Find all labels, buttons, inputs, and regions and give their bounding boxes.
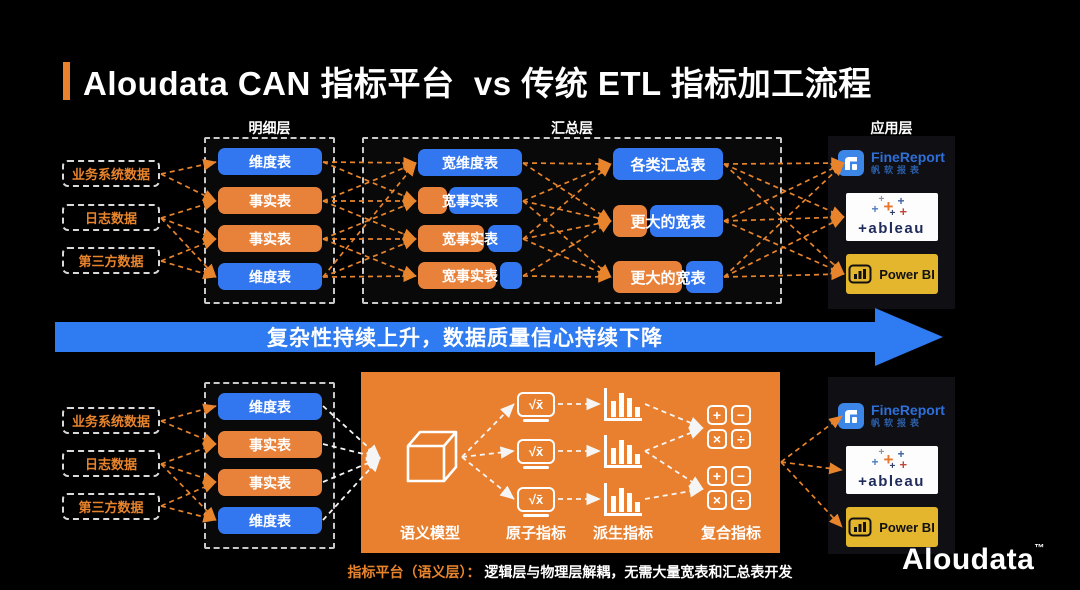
- atomic-metric-icon: √x̄: [517, 439, 555, 469]
- fact-table: 事实表: [218, 431, 322, 458]
- tableau-logo: + + + + + + +ableau: [845, 193, 938, 241]
- bigger-wide-table: 更大的宽表: [613, 261, 723, 293]
- wide-dimension-table: 宽维度表: [418, 149, 522, 176]
- finereport-subtitle: 帆软报表: [871, 165, 924, 175]
- application-panel-bottom: FineReport 帆软报表 + + + + + + +ableau Powe…: [828, 377, 955, 554]
- powerbi-label: Power BI: [879, 266, 935, 282]
- wide-fact-table: 宽事实表: [418, 225, 522, 252]
- atomic-metric-label: 原子指标: [505, 525, 566, 542]
- application-panel-top: FineReport 帆软报表 + + + + + + +ableau Powe…: [828, 136, 955, 309]
- atomic-metric-icon: √x̄: [517, 392, 555, 422]
- powerbi-icon: [848, 264, 872, 284]
- source-log-data: 日志数据: [62, 204, 160, 231]
- dimension-table: 维度表: [218, 507, 322, 534]
- trademark-symbol: ™: [1034, 543, 1045, 554]
- finereport-name: FineReport: [871, 402, 945, 418]
- composite-metric-calc-icon: + − × ÷: [707, 405, 753, 451]
- semantic-model-label: 语义模型: [399, 525, 460, 542]
- powerbi-icon: [848, 517, 872, 537]
- derived-metric-chart-icon: [604, 483, 642, 516]
- fact-table: 事实表: [218, 225, 322, 252]
- composite-metric-label: 复合指标: [700, 525, 761, 542]
- semantic-platform-panel: 语义模型 √x̄ √x̄ √x̄ 原子指标 派生指标 + − × ÷ +: [361, 372, 780, 553]
- caption-text: 逻辑层与物理层解耦，无需大量宽表和汇总表开发: [480, 564, 793, 580]
- derived-metric-chart-icon: [604, 435, 642, 468]
- finereport-subtitle: 帆软报表: [871, 418, 924, 428]
- finereport-name: FineReport: [871, 149, 945, 165]
- derived-metric-chart-icon: [604, 388, 642, 421]
- dimension-table: 维度表: [218, 263, 322, 290]
- derived-metric-label: 派生指标: [592, 525, 653, 542]
- wide-fact-table: 宽事实表: [418, 187, 522, 214]
- powerbi-logo: Power BI: [845, 507, 938, 547]
- label-detail-layer: 明细层: [248, 120, 291, 136]
- finereport-logo: FineReport 帆软报表: [838, 146, 945, 180]
- footer-caption: 指标平台（语义层）： 逻辑层与物理层解耦，无需大量宽表和汇总表开发: [330, 562, 810, 582]
- finereport-icon: [838, 403, 865, 429]
- title-accent-bar: [63, 62, 70, 100]
- label-application-layer: 应用层: [870, 120, 913, 136]
- source-log-data: 日志数据: [62, 450, 160, 477]
- complexity-banner: 复杂性持续上升，数据质量信心持续下降: [55, 322, 875, 352]
- tableau-plus-cluster-icon: + + + + + +: [871, 194, 908, 219]
- atomic-metric-icon: √x̄: [517, 487, 555, 517]
- tableau-wordmark: +ableau: [858, 220, 925, 237]
- source-business-data: 业务系统数据: [62, 407, 160, 434]
- tableau-plus-cluster-icon: + + + + + +: [871, 447, 908, 472]
- page-title: Aloudata CAN 指标平台 vs 传统 ETL 指标加工流程: [83, 65, 872, 102]
- banner-arrowhead-icon: [875, 308, 943, 366]
- dimension-table: 维度表: [218, 393, 322, 420]
- fact-table: 事实表: [218, 187, 322, 214]
- powerbi-logo: Power BI: [845, 254, 938, 294]
- fact-table: 事实表: [218, 469, 322, 496]
- semantic-model-cube-icon: [406, 430, 458, 483]
- caption-prefix: 指标平台（语义层）：: [347, 564, 481, 580]
- label-summary-layer: 汇总层: [551, 120, 593, 136]
- source-business-data: 业务系统数据: [62, 160, 160, 187]
- powerbi-label: Power BI: [879, 519, 935, 535]
- tableau-wordmark: +ableau: [858, 473, 925, 490]
- composite-metric-calc-icon: + − × ÷: [707, 466, 753, 512]
- title-block: Aloudata CAN 指标平台 vs 传统 ETL 指标加工流程: [63, 57, 872, 105]
- dimension-table: 维度表: [218, 148, 322, 175]
- source-thirdparty-data: 第三方数据: [62, 247, 160, 274]
- source-thirdparty-data: 第三方数据: [62, 493, 160, 520]
- finereport-icon: [838, 150, 865, 176]
- bigger-wide-table: 更大的宽表: [613, 205, 723, 237]
- wide-fact-table: 宽事实表: [418, 262, 522, 289]
- aloudata-logo: Aloudata™: [902, 543, 1045, 576]
- tableau-logo: + + + + + + +ableau: [845, 446, 938, 494]
- finereport-logo: FineReport 帆软报表: [838, 399, 945, 433]
- aggregate-table: 各类汇总表: [613, 148, 723, 180]
